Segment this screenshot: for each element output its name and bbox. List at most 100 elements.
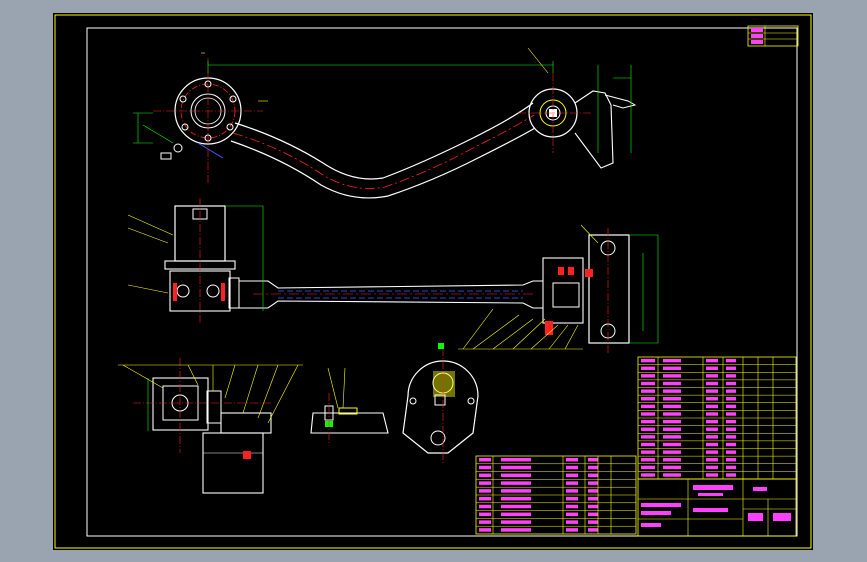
table-cell-text [726,404,736,409]
table-cell-text [663,358,681,363]
table-cell-text [479,465,491,470]
table-cell-text [479,473,491,478]
table-cell-text [706,435,718,439]
table-cell-text [588,520,598,524]
table-cell-text [726,374,736,378]
table-cell-text [479,457,491,462]
table-cell-text [566,457,578,462]
table-cell-text [588,481,598,485]
table-cell-text [566,489,578,493]
table-cell-text [588,528,598,532]
detail-view-a[interactable] [118,358,303,494]
table-cell-text [501,520,531,524]
table-cell-text [726,419,736,424]
table-cell-text [641,389,655,393]
table-cell-text [663,450,681,454]
table-cell-text [479,512,491,517]
table-cell-text [663,427,681,431]
table-cell-text [641,374,655,378]
table-cell-text [641,366,655,370]
table-cell-text [566,481,578,485]
title-block[interactable] [637,478,797,537]
table-cell-text [641,458,655,462]
table-cell-text [641,442,655,447]
table-cell-text [566,528,578,532]
table-cell-text [706,427,718,431]
table-cell-text [566,504,578,509]
table-cell-text [588,473,598,478]
table-cell-text [726,358,736,363]
table-cell-text [501,481,531,485]
table-cell-text [588,457,598,462]
table-cell-text [663,404,681,409]
table-cell-text [588,496,598,501]
table-cell-text [706,465,718,470]
table-cell-text [501,504,531,509]
table-cell-text [501,473,531,478]
table-cell-text [706,458,718,462]
revision-box [747,25,799,47]
table-cell-text [479,520,491,524]
table-cell-text [641,450,655,454]
outer-frame [54,14,812,549]
table-cell-text [566,465,578,470]
table-cell-text [706,404,718,409]
table-cell-text [706,389,718,393]
table-cell-text [501,465,531,470]
table-cell-text [706,412,718,416]
detail-view-c[interactable] [402,343,479,463]
front-section-view[interactable] [127,198,659,353]
table-cell-text [726,458,736,462]
table-cell-text [663,419,681,424]
detail-view-b[interactable] [310,367,389,443]
table-cell-text [706,358,718,363]
table-cell-text [726,473,736,477]
table-cell-text [479,496,491,501]
parts-list[interactable] [475,455,637,535]
table-cell-text [706,419,718,424]
table-cell-text [663,412,681,416]
table-cell-text [663,366,681,370]
table-cell-text [726,412,736,416]
table-cell-text [663,389,681,393]
table-cell-text [588,465,598,470]
table-cell-text [726,366,736,370]
table-cell-text [588,512,598,517]
top-view-arm[interactable] [133,47,637,199]
inner-frame [86,27,798,537]
table-cell-text [501,512,531,517]
table-cell-text [641,358,655,363]
table-cell-text [706,450,718,454]
bom-table[interactable] [637,356,797,480]
table-cell-text [501,489,531,493]
table-cell-text [726,389,736,393]
drawing-sheet[interactable] [53,13,813,550]
table-cell-text [726,450,736,454]
table-cell-text [726,442,736,447]
table-cell-text [663,374,681,378]
table-cell-text [501,457,531,462]
table-cell-text [641,381,655,386]
table-cell-text [641,397,655,401]
table-cell-text [641,404,655,409]
table-cell-text [726,381,736,386]
table-cell-text [706,473,718,477]
table-cell-text [663,442,681,447]
table-cell-text [641,419,655,424]
table-cell-text [706,366,718,370]
table-cell-text [726,397,736,401]
table-cell-text [588,489,598,493]
table-cell-text [663,435,681,439]
table-cell-text [501,496,531,501]
table-cell-text [706,381,718,386]
table-cell-text [566,496,578,501]
table-cell-text [479,528,491,532]
table-cell-text [501,528,531,532]
table-cell-text [479,489,491,493]
table-cell-text [726,435,736,439]
table-cell-text [663,458,681,462]
table-cell-text [663,473,681,477]
table-cell-text [641,465,655,470]
table-cell-text [588,504,598,509]
